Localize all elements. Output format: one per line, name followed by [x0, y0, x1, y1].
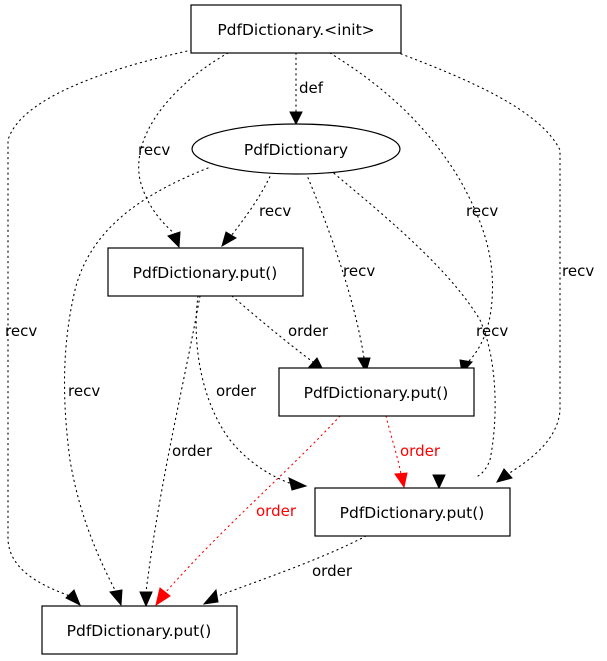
- node-box: [190, 4, 402, 54]
- edge-label: recv: [138, 141, 170, 159]
- edge-label: recv: [343, 262, 375, 280]
- edge-line: [145, 295, 201, 593]
- edge-label: recv: [5, 322, 37, 340]
- nodes: PdfDictionary.<init> PdfDictionary PdfDi…: [41, 4, 511, 655]
- edge-arrowhead: [109, 589, 123, 607]
- node-label: PdfDictionary.put(): [340, 504, 485, 522]
- node-put1[interactable]: PdfDictionary.put(): [107, 247, 304, 297]
- edge-var-put4: recv: [63, 167, 209, 607]
- edge-arrowhead: [167, 231, 181, 249]
- edge-label: order: [256, 502, 297, 520]
- node-put3[interactable]: PdfDictionary.put(): [314, 487, 511, 537]
- edge-line: [231, 295, 314, 363]
- edge-label: order: [216, 382, 257, 400]
- node-label: PdfDictionary: [244, 141, 348, 159]
- edge-label: order: [172, 442, 213, 460]
- node-ellipse: [191, 123, 401, 175]
- edge-arrowhead: [394, 472, 408, 489]
- edge-label: recv: [466, 202, 498, 220]
- edge-arrowhead: [139, 591, 153, 608]
- node-label: PdfDictionary.<init>: [217, 21, 374, 39]
- edge-init-put3: recv: [395, 51, 594, 483]
- node-put2[interactable]: PdfDictionary.put(): [278, 367, 475, 417]
- edge-label: recv: [476, 322, 508, 340]
- edge-init-var: def: [289, 52, 324, 126]
- edge-var-put3: recv: [329, 169, 508, 490]
- edge-arrowhead: [155, 587, 171, 607]
- edge-arrowhead: [289, 111, 303, 126]
- edge-line: [195, 295, 293, 485]
- edge-arrowhead: [432, 474, 446, 490]
- node-init[interactable]: PdfDictionary.<init>: [190, 4, 402, 54]
- edge-init-put4: recv: [5, 49, 193, 607]
- edge-label: order: [312, 562, 353, 580]
- edge-line: [305, 172, 365, 359]
- edge-line: [385, 415, 402, 475]
- node-box: [107, 247, 304, 297]
- edge-put1-put4: order: [139, 295, 213, 608]
- node-var[interactable]: PdfDictionary: [191, 123, 401, 175]
- node-box: [278, 367, 475, 417]
- edge-var-put2: recv: [305, 172, 375, 374]
- edge-arrowhead: [65, 589, 81, 607]
- edge-line: [165, 415, 341, 593]
- node-label: PdfDictionary.put(): [304, 384, 449, 402]
- node-label: PdfDictionary.put(): [67, 622, 212, 640]
- edge-line: [63, 167, 209, 593]
- edge-label: order: [288, 322, 329, 340]
- node-put4[interactable]: PdfDictionary.put(): [41, 605, 238, 655]
- edge-label: recv: [259, 202, 291, 220]
- edge-put1-put3: order: [195, 295, 308, 491]
- edge-arrowhead: [221, 231, 237, 248]
- edge-put3-put4: order: [202, 535, 367, 605]
- edge-init-put2: recv: [329, 52, 498, 375]
- edge-arrowhead: [496, 468, 513, 483]
- edge-put1-put2: order: [231, 295, 329, 373]
- edge-label: def: [299, 79, 324, 97]
- edge-line: [7, 49, 193, 597]
- edge-label: recv: [68, 382, 100, 400]
- edge-line: [329, 169, 496, 477]
- edge-label: recv: [562, 262, 594, 280]
- edge-var-put1: recv: [221, 171, 291, 248]
- edge-put2-put4: order: [155, 415, 341, 607]
- node-box: [314, 487, 511, 537]
- node-box: [41, 605, 238, 655]
- edge-label: order: [400, 442, 441, 460]
- edge-line: [138, 52, 229, 237]
- edge-arrowhead: [288, 477, 308, 491]
- edge-put2-put3: order: [385, 415, 441, 489]
- node-label: PdfDictionary.put(): [133, 264, 278, 282]
- edge-line: [329, 52, 494, 363]
- edge-init-put1: recv: [138, 52, 229, 249]
- edge-arrowhead: [202, 588, 219, 605]
